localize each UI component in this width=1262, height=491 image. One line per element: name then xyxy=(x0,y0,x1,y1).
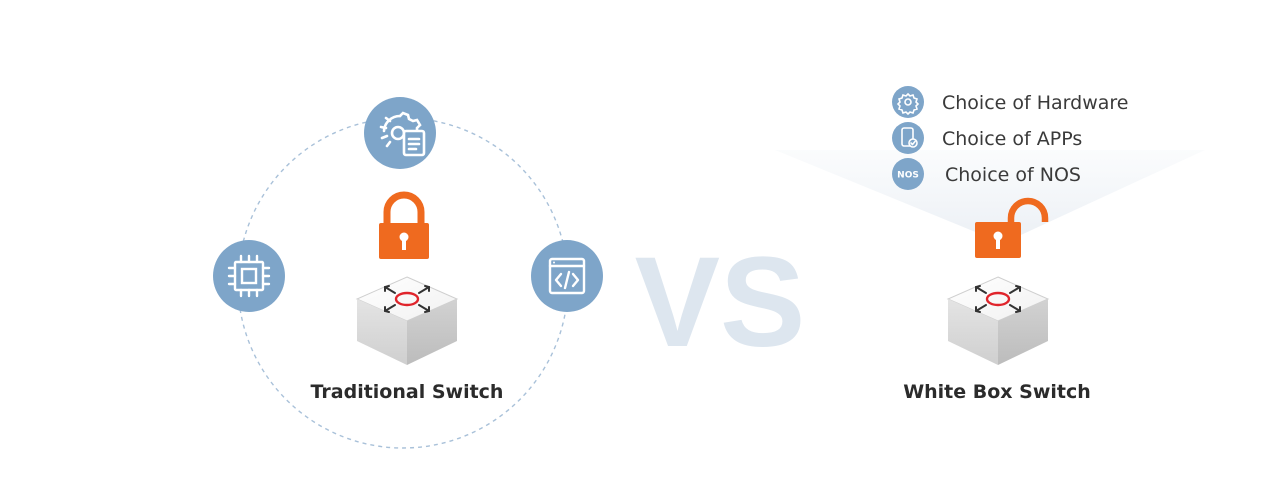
vs-label: VS xyxy=(635,231,806,374)
locked-padlock-icon xyxy=(379,191,429,259)
traditional-switch-group: Traditional Switch xyxy=(213,97,603,449)
choice-item-apps: Choice of APPs xyxy=(892,122,1082,154)
whitebox-switch-device xyxy=(946,275,1050,367)
whitebox-switch-group: Choice of Hardware Choice of APPs NOS Ch… xyxy=(775,86,1205,403)
code-window-icon xyxy=(531,240,603,312)
traditional-switch-device xyxy=(355,275,459,367)
nos-icon: NOS xyxy=(892,158,924,190)
choice-item-nos: NOS Choice of NOS xyxy=(892,158,1081,190)
choice-item-hardware: Choice of Hardware xyxy=(892,86,1128,118)
gear-icon xyxy=(892,86,924,118)
choice-label-nos: Choice of NOS xyxy=(945,164,1081,186)
choice-label-apps: Choice of APPs xyxy=(942,128,1082,150)
choice-label-hardware: Choice of Hardware xyxy=(942,92,1128,114)
whitebox-switch-label: White Box Switch xyxy=(903,381,1091,403)
unlocked-padlock-icon xyxy=(975,197,1049,258)
gear-document-icon xyxy=(364,97,436,169)
phone-check-icon xyxy=(892,122,924,154)
nos-icon-text: NOS xyxy=(897,171,919,181)
choice-funnel xyxy=(775,150,1205,240)
cpu-chip-icon xyxy=(213,240,285,312)
traditional-switch-label: Traditional Switch xyxy=(311,381,504,403)
